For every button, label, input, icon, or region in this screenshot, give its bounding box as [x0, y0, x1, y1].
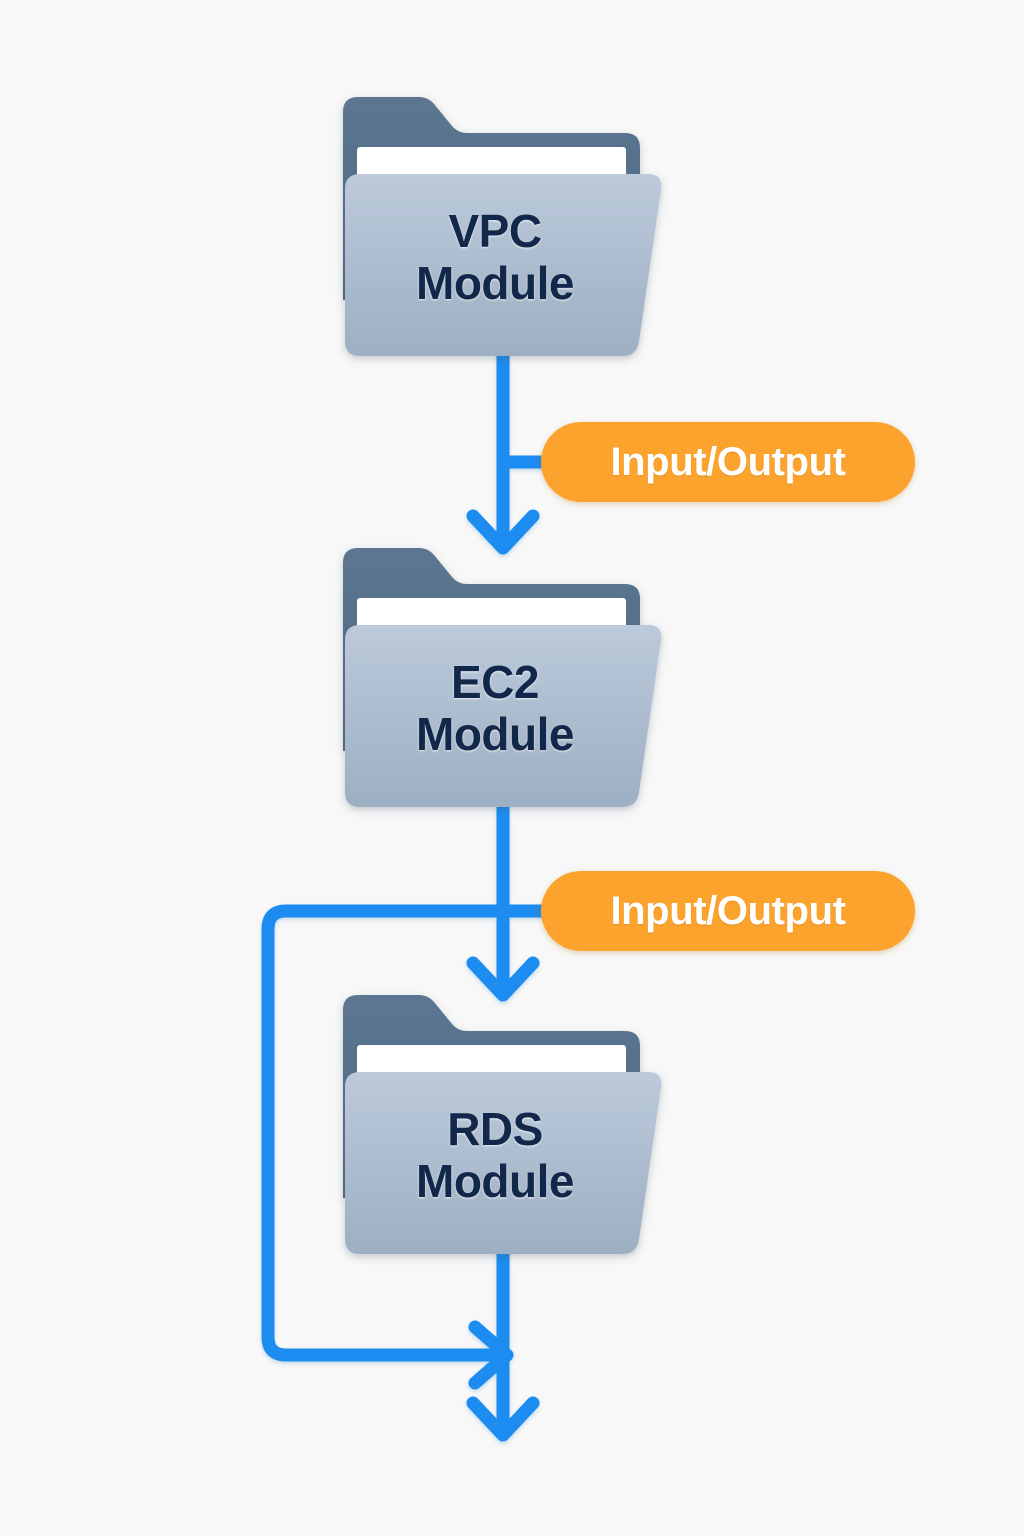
folder-icon-front — [345, 625, 662, 807]
badge-input-output-1 — [541, 422, 915, 502]
folder-icon-front — [345, 174, 662, 356]
edge-vpc-to-ec2-arrowhead — [466, 509, 540, 555]
node-vpc-hitbox[interactable] — [343, 97, 663, 357]
edge-feedback-return-arrowhead — [468, 1320, 514, 1390]
folder-icon-front — [345, 1072, 662, 1254]
node-rds — [343, 995, 662, 1254]
edge-rds-output-arrowhead — [466, 1396, 540, 1442]
badge-input-output-1-hitbox[interactable] — [541, 422, 915, 502]
node-ec2-hitbox[interactable] — [343, 548, 663, 808]
node-rds-hitbox[interactable] — [343, 995, 663, 1255]
edge-feedback-branch-path — [261, 904, 510, 1362]
connector-layer — [261, 345, 573, 1442]
node-vpc — [343, 97, 662, 356]
edge-ec2-to-rds-arrowhead — [466, 956, 540, 1002]
node-ec2 — [343, 548, 662, 807]
badge-input-output-2-hitbox[interactable] — [541, 871, 915, 951]
badge-input-output-2 — [541, 871, 915, 951]
badge-layer — [541, 422, 915, 951]
